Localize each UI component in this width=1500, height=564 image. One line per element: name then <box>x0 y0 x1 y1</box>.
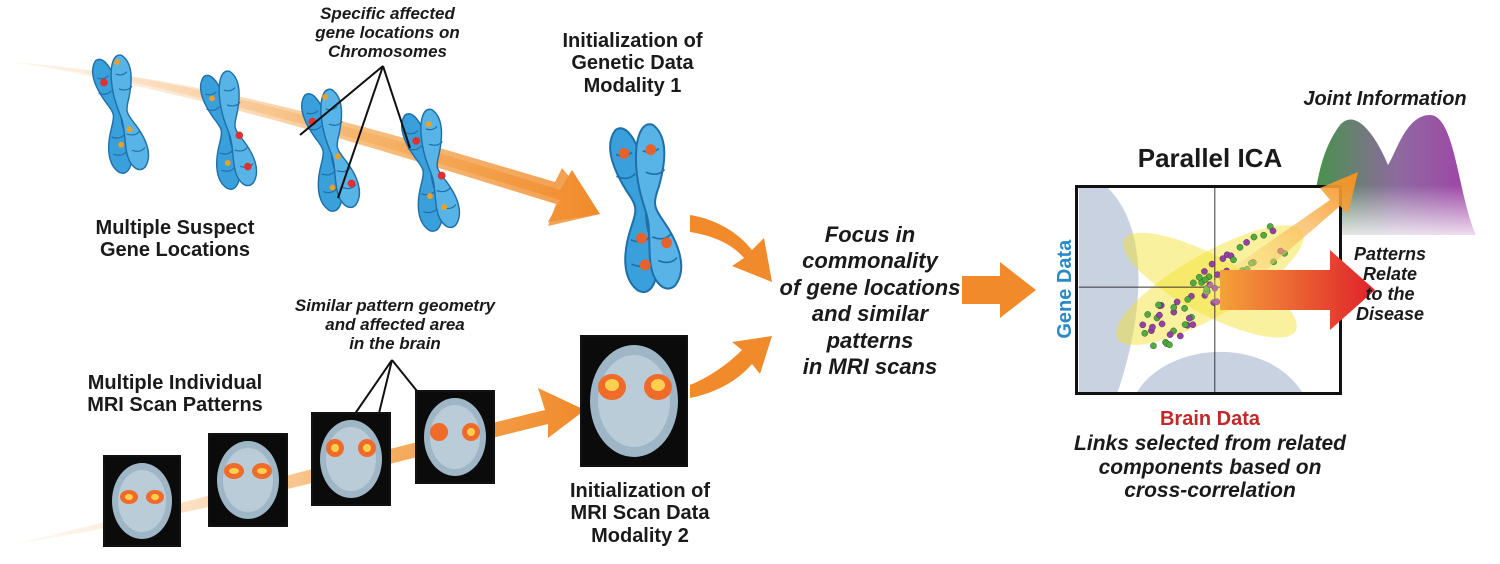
scatter-point <box>1184 296 1192 303</box>
scatter-point <box>1260 231 1267 239</box>
scatter-point <box>1219 255 1227 262</box>
scatter-point <box>1269 227 1277 235</box>
mri-brain-scan-icon <box>208 433 288 527</box>
scatter-point <box>1195 273 1203 281</box>
scatter-point <box>1166 331 1174 338</box>
scatter-point <box>1139 321 1147 329</box>
chromosome-icon <box>605 121 686 296</box>
scatter-point <box>1166 341 1173 349</box>
scatter-point <box>1149 323 1156 331</box>
flow-arrow-icon <box>690 336 772 398</box>
scatter-point <box>1181 321 1189 328</box>
flow-arrow-icon <box>962 262 1036 318</box>
scatter-point <box>1155 301 1162 309</box>
scatter-point <box>1201 276 1209 284</box>
mri-brain-scan-icon <box>311 412 391 506</box>
scatter-point <box>1243 239 1250 246</box>
flow-arrow-icon <box>1200 172 1375 330</box>
scatter-point <box>1250 233 1258 241</box>
scatter-point <box>1170 304 1178 311</box>
chromosome-icon <box>196 68 261 193</box>
scatter-point <box>1230 256 1237 264</box>
mri-brain-scan-icon <box>580 335 688 467</box>
scatter-point <box>1208 260 1216 268</box>
scatter-point <box>1177 332 1184 340</box>
scatter-point <box>1236 244 1244 251</box>
scatter-point <box>1201 268 1208 275</box>
scatter-point <box>1144 311 1151 318</box>
scatter-point <box>1189 321 1197 328</box>
scatter-point <box>1141 330 1149 337</box>
scatter-point <box>1158 320 1166 328</box>
parallel-ica-title: Parallel ICA <box>1137 143 1283 173</box>
scatter-point <box>1173 298 1181 306</box>
joint-information-label: Joint Information <box>1303 88 1467 110</box>
chromosome-icon <box>88 52 153 177</box>
brain-data-axis-label: Brain Data <box>1159 408 1261 430</box>
mri-brain-scan-icon <box>103 455 181 547</box>
scatter-point <box>1156 311 1163 319</box>
mri-brain-scan-icon <box>415 390 495 484</box>
scatter-point <box>1190 279 1197 287</box>
chromosome-icon <box>297 86 364 215</box>
scatter-point <box>1150 342 1157 350</box>
chromosome-icon <box>397 106 464 235</box>
scatter-point <box>1181 305 1188 312</box>
gene-data-axis-label: Gene Data <box>1053 239 1076 339</box>
scatter-point <box>1185 314 1193 322</box>
flow-arrow-icon <box>690 215 772 282</box>
